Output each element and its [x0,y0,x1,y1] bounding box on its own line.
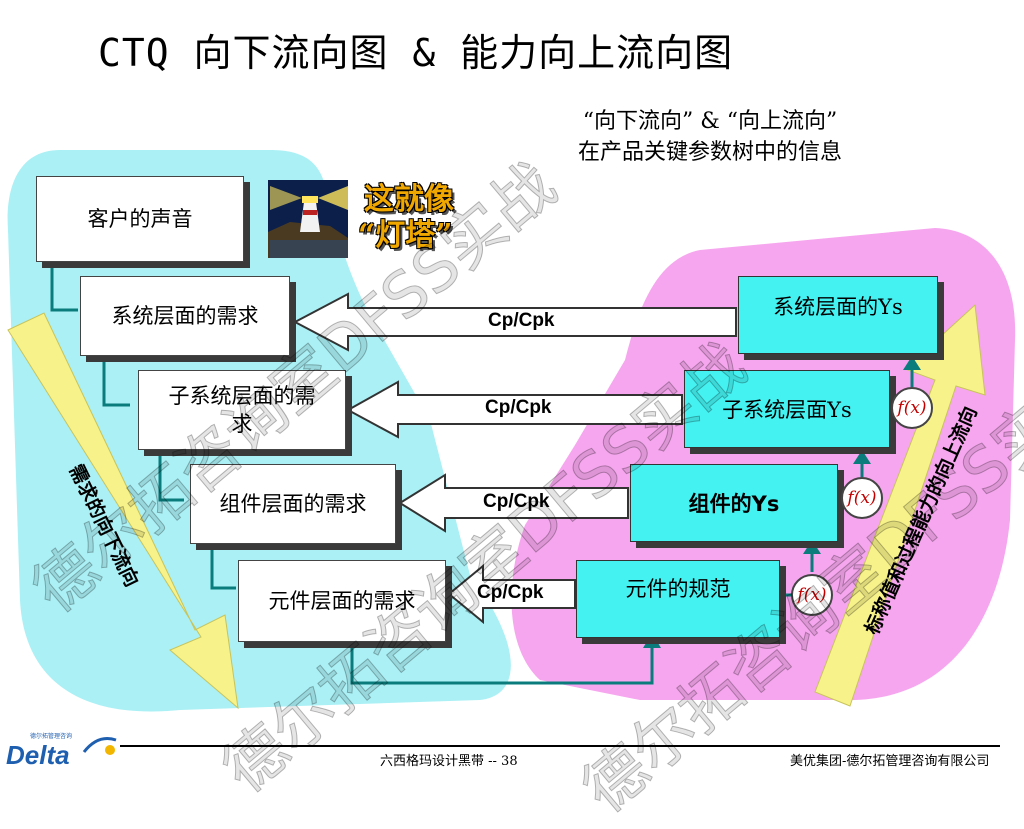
cpcpk-arrow-system [292,292,737,352]
subtitle-line-2: 在产品关键参数树中的信息 [577,140,842,165]
cpcpk-label-part: Cp/Cpk [477,582,544,603]
cpcpk-label-system: Cp/Cpk [488,310,555,331]
subsystem-ys-box: 子系统层面Ys [684,370,890,448]
arrowhead-system-ys [903,356,921,370]
connector-system-subsystem [102,358,130,407]
cpcpk-label-subsystem: Cp/Cpk [485,397,552,418]
footer-page-label: 六西格玛设计黑带 -- 38 [380,754,518,769]
connector-voice-system [50,260,78,312]
voice-of-customer-label: 客户的声音 [87,207,193,231]
upward-diagonal-arrow [814,303,986,707]
lighthouse-caption-line-1: 这就像 [364,182,454,217]
cpcpk-arrow-part [447,563,576,625]
component-requirements-box: 组件层面的需求 [190,464,396,544]
connector-subsystem-component [158,452,184,502]
part-requirements-box: 元件层面的需求 [238,560,446,642]
page-title: CTQ 向下流向图 & 能力向上流向图 [98,31,734,75]
part-spec-box: 元件的规范 [576,560,780,638]
logo-tagline: 德尔拓管理咨询 [30,733,73,740]
subtitle-line-1: “向下流向” & “向上流向” [582,109,838,134]
cpcpk-arrow-component [398,473,629,533]
lighthouse-icon [268,180,348,258]
system-requirements-label: 系统层面的需求 [111,304,259,328]
component-ys-box: 组件的Ys [630,464,838,542]
system-ys-label: 系统层面的Ys [773,295,903,319]
logo-swoosh-icon [82,737,117,755]
lighthouse-caption: 这就像 “灯塔” [358,182,454,254]
part-spec-label: 元件的规范 [625,577,731,601]
lighthouse-caption-line-2: “灯塔” [358,218,453,253]
cpcpk-label-component: Cp/Cpk [483,491,550,512]
cpcpk-arrow-subsystem [345,380,683,439]
component-requirements-label: 组件层面的需求 [219,492,367,516]
fx-circle-component: f(x) [841,477,883,519]
connector-component-part [210,545,236,590]
arrowhead-component-ys [803,540,821,554]
arrowhead-subsystem-ys [853,450,871,464]
subsystem-ys-label: 子系统层面Ys [722,398,852,422]
voice-of-customer-box: 客户的声音 [36,176,244,262]
system-requirements-box: 系统层面的需求 [80,276,290,356]
component-ys-label: 组件的Ys [688,492,780,516]
subsystem-requirements-box: 子系统层面的需求 [138,370,346,450]
subsystem-requirements-label: 子系统层面的需求 [168,384,316,436]
footer-divider [120,745,1000,747]
logo-text: Delta [6,740,70,770]
connector-part-spec [350,642,654,685]
footer-company: 美优集团-德尔拓管理咨询有限公司 [790,754,990,769]
system-ys-box: 系统层面的Ys [738,276,938,354]
fx-circle-subsystem: f(x) [891,387,933,429]
downward-diagonal-arrow [7,312,239,710]
arrowhead-part-spec [643,633,661,648]
subtitle: “向下流向” & “向上流向” 在产品关键参数树中的信息 [470,106,950,168]
fx-circle-part: f(x) [791,574,833,616]
part-requirements-label: 元件层面的需求 [268,589,416,613]
